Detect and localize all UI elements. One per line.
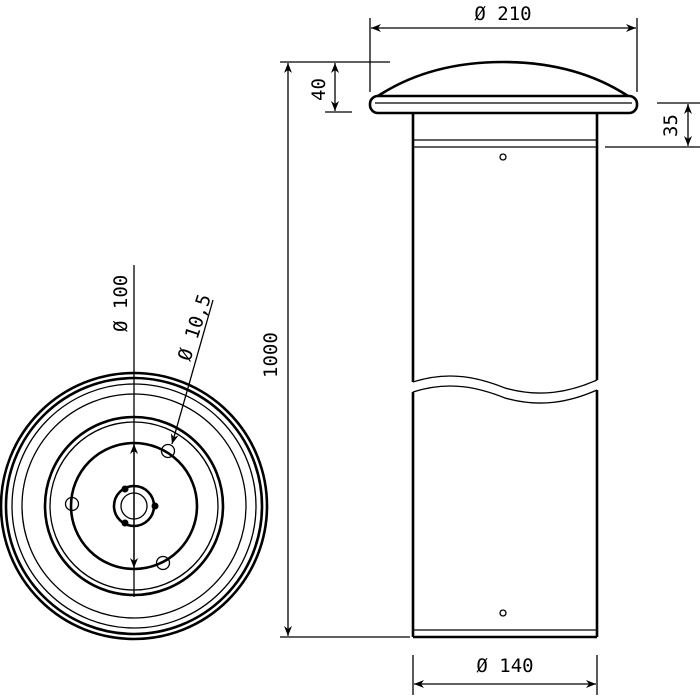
dimensions: Ø 210 1000 40 35 Ø 140 <box>260 3 700 695</box>
mounting-hole <box>64 496 80 512</box>
mounting-hole <box>155 555 171 571</box>
body-hole <box>499 153 507 161</box>
cap-height-label: 40 <box>308 78 330 101</box>
mounting-hole <box>160 443 176 459</box>
break-line <box>412 385 598 404</box>
cap-dome <box>377 60 629 98</box>
hub-pin <box>151 502 159 510</box>
hub-pin <box>121 485 129 493</box>
hub-pin <box>121 519 129 527</box>
break-line <box>412 375 598 394</box>
body-hole <box>499 609 507 617</box>
cap-rim <box>368 94 639 115</box>
body-diameter-label: Ø 140 <box>476 655 533 677</box>
bolt-circle-label: Ø 100 <box>110 275 132 332</box>
hole-leader <box>170 299 214 445</box>
total-height-label: 1000 <box>260 332 282 378</box>
cap-diameter-label: Ø 210 <box>474 3 531 25</box>
collar-height-label: 35 <box>660 114 682 137</box>
plan-view: Ø 100 Ø 10,5 <box>0 265 269 641</box>
side-view <box>368 60 639 639</box>
hole-diameter-label: Ø 10,5 <box>174 291 216 363</box>
